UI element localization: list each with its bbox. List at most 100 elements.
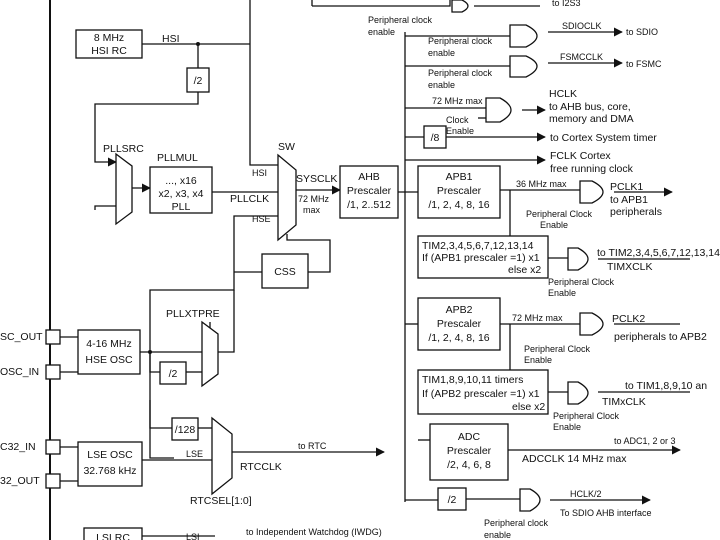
apb1-line1: APB1 — [446, 171, 473, 183]
hclk-enable-label: Enable — [446, 126, 474, 136]
hsi-name: HSI RC — [91, 45, 127, 57]
osc-in-pin: OSC_IN — [0, 366, 39, 378]
timxclk2-gate — [567, 381, 589, 405]
pclk1-dest2: peripherals — [610, 206, 662, 218]
pll-line2: x2, x3, x4 — [159, 188, 204, 200]
sdio-gate-label1: Peripheral clock — [428, 36, 493, 46]
pllmul-title: PLLMUL — [157, 152, 198, 164]
timxclk-out: TIMXCLK — [607, 261, 653, 273]
div128-box — [171, 417, 199, 441]
hse-freq: 4-16 MHz — [86, 338, 132, 350]
pllxtpre-label: PLLXTPRE — [166, 308, 220, 320]
sdio-gate-label2: enable — [428, 48, 455, 58]
sw-label: SW — [278, 141, 295, 153]
sdio-ahb-gate1: Peripheral clock — [484, 518, 549, 528]
lse-osc-box — [77, 441, 143, 487]
pclk2-gate1: Peripheral Clock — [524, 344, 591, 354]
lse-name: LSE OSC — [87, 449, 133, 461]
tim-apb2-line2: If (APB2 prescaler =1) x1 — [422, 388, 540, 400]
ahb-line2: Prescaler — [347, 185, 392, 197]
apb1-prescaler-box — [417, 165, 501, 219]
sdio-gate — [509, 24, 538, 48]
hsi-div2: /2 — [194, 75, 203, 87]
sdio-ahb-dest: To SDIO AHB interface — [560, 508, 652, 518]
sdio-ahb-gate — [519, 488, 541, 512]
sw-mux — [277, 153, 297, 242]
tim-apb2-dest: to TIM1,8,9,10 an — [625, 380, 707, 392]
pclk1-dest1: to APB1 — [610, 194, 648, 206]
sdio-ahb-div2: /2 — [448, 494, 457, 506]
div128-label: /128 — [175, 424, 196, 436]
sysclk-max1: 72 MHz — [298, 194, 330, 204]
adc-line2: Prescaler — [447, 445, 492, 457]
timxclk2-gate1: Peripheral Clock — [553, 411, 620, 421]
pllsrc-mux — [115, 152, 133, 226]
hclk-max: 72 MHz max — [432, 96, 483, 106]
hse-div2: /2 — [169, 368, 178, 380]
timxclk-gate1: Peripheral Clock — [548, 277, 615, 287]
lse-out-pin: 32_OUT — [0, 475, 40, 487]
apb1-max: 36 MHz max — [516, 179, 567, 189]
pclk2-out: PCLK2 — [612, 313, 645, 325]
lse-in-pin: C32_IN — [0, 441, 36, 453]
pll-box — [149, 166, 213, 214]
lse-freq: 32.768 kHz — [83, 465, 136, 477]
sdioclk-label: SDIOCLK — [562, 21, 602, 31]
apb2-line3: /1, 2, 4, 8, 16 — [428, 332, 489, 344]
pll-line3: PLL — [172, 201, 191, 213]
lsi-name: LSI RC — [96, 532, 130, 540]
timxclk2-out: TIMxCLK — [602, 396, 646, 408]
hse-name: HSE OSC — [85, 354, 133, 366]
pclk1-out: PCLK1 — [610, 181, 643, 193]
i2s-periph-clock: Peripheral clock — [368, 15, 433, 25]
hsi-freq: 8 MHz — [94, 32, 124, 44]
apb1-line2: Prescaler — [437, 185, 482, 197]
rtcclk-out: RTCCLK — [240, 461, 282, 473]
pll-line1: ..., x16 — [165, 175, 197, 187]
apb2-line1: APB2 — [446, 304, 473, 316]
hclk-clock-label: Clock — [446, 115, 469, 125]
hsi-signal-label: HSI — [162, 33, 180, 45]
rtcsel-label: RTCSEL[1:0] — [190, 495, 252, 507]
pclk2-dest: peripherals to APB2 — [614, 331, 707, 343]
adc-prescaler-box — [429, 423, 509, 481]
lse-signal: LSE — [186, 449, 203, 459]
div8-label: /8 — [431, 132, 440, 144]
pclk2-gate — [579, 312, 604, 336]
tim-apb2-line1: TIM1,8,9,10,11 timers — [422, 374, 523, 386]
tim-apb2-line3: else x2 — [512, 401, 545, 413]
hse-osc-box — [77, 329, 141, 375]
fclk-line1: FCLK Cortex — [550, 150, 611, 162]
apb1-line3: /1, 2, 4, 8, 16 — [428, 199, 489, 211]
hse-div2-box — [159, 361, 187, 385]
ahb-line3: /1, 2..512 — [347, 199, 391, 211]
lse-in-pad — [45, 439, 61, 455]
adc-line1: ADC — [458, 431, 481, 443]
tim-apb1-box — [417, 235, 549, 279]
adc-dest: to ADC1, 2 or 3 — [614, 436, 676, 446]
apb2-max: 72 MHz max — [512, 313, 563, 323]
pllsrc-label: PLLSRC — [103, 143, 144, 155]
rtcsel-mux — [211, 416, 233, 496]
timxclk-gate2: Enable — [548, 288, 576, 298]
lsi-rc-box — [83, 527, 143, 540]
to-i2s: to I2S3 — [552, 0, 581, 8]
ahb-line1: AHB — [358, 171, 380, 183]
sdio-ahb-gate2: enable — [484, 530, 511, 540]
hclk-dest2: memory and DMA — [549, 113, 634, 125]
pclk1-gate — [579, 180, 604, 204]
to-rtc: to RTC — [298, 441, 327, 451]
pllclk-label: PLLCLK — [230, 193, 269, 205]
timxclk-gate — [567, 247, 589, 271]
to-iwdg: to Independent Watchdog (IWDG) — [246, 527, 382, 537]
hclk2-out: HCLK/2 — [570, 489, 602, 499]
css-box — [261, 253, 309, 289]
i2s-gate — [451, 0, 469, 13]
fclk-line2: free running clock — [550, 163, 634, 175]
sw-hse: HSE — [252, 214, 271, 224]
tim-apb1-line3: else x2 — [508, 264, 541, 276]
hclk-gate — [485, 97, 512, 123]
tim-apb1-dest: to TIM2,3,4,5,6,7,12,13,14 — [597, 247, 720, 259]
